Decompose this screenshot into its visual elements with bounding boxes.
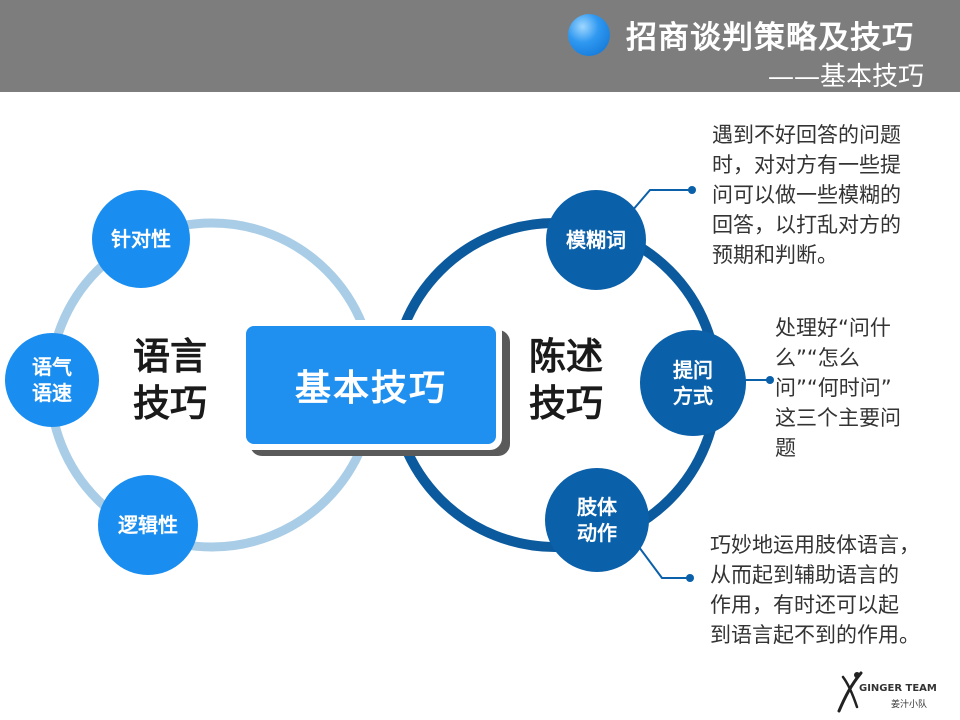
node-speed-label: 语速 [32,381,72,405]
note-line: 到语言起不到的作用。 [710,623,920,647]
logo-subname: 姜汁小队 [891,700,928,710]
callout-line-body [629,534,690,579]
right-group-label: 陈述 技巧 [518,333,614,427]
node-body-label-1: 肢体 [577,495,617,519]
center-box: 基本技巧 [240,320,502,450]
note-line: 问可以做一些模糊的 [712,183,901,207]
left-group-label-line1: 语言 [133,335,207,378]
node-logic-label: 逻辑性 [118,513,178,537]
slide-subtitle: ——基本技巧 [767,62,924,92]
left-group-label: 语言 技巧 [122,333,218,427]
ginger-team-logo: GINGER TEAM 姜汁小队 [835,667,950,717]
title-bullet-icon [568,14,610,56]
callout-dot-question [766,376,774,384]
logo-name: GINGER TEAM [859,683,937,694]
callout-dot-body [686,574,694,582]
note-line: 巧妙地运用肢体语言， [710,533,920,557]
node-targeted-label: 针对性 [111,227,171,251]
left-group-label-line2: 技巧 [133,382,207,425]
note-line: 时，对对方有一些提 [712,153,901,177]
node-body-action: 肢体 动作 [545,468,649,572]
slide-title: 招商谈判策略及技巧 [626,20,914,56]
node-question-method: 提问 方式 [640,330,746,436]
note-line: 作用，有时还可以起 [710,593,899,617]
node-tone-speed: 语气 语速 [5,333,99,427]
ginger-team-logo-icon [837,671,863,713]
note-line: 预期和判断。 [712,243,838,267]
note-body-action: 巧妙地运用肢体语言， 从而起到辅助语言的 作用，有时还可以起 到语言起不到的作用… [710,530,955,650]
header-bar: 招商谈判策略及技巧 ——基本技巧 [0,0,960,92]
note-line: 从而起到辅助语言的 [710,563,899,587]
callout-dot-vague [688,186,696,194]
note-line: 处理好“问什 [775,316,891,340]
note-line: 问”“何时问” [775,376,892,400]
center-label: 基本技巧 [246,326,496,444]
node-question-label-2: 方式 [673,384,713,408]
node-vague-words: 模糊词 [546,190,646,290]
node-question-label-1: 提问 [673,358,713,382]
note-question-method: 处理好“问什 么”“怎么 问”“何时问” 这三个主要问 题 [775,313,955,463]
node-tone-label: 语气 [32,355,72,379]
note-line: 回答，以打乱对方的 [712,213,901,237]
note-line: 遇到不好回答的问题 [712,123,901,147]
node-logic: 逻辑性 [98,475,198,575]
note-line: 这三个主要问 [775,406,901,430]
node-vague-label: 模糊词 [566,228,626,252]
node-targeted: 针对性 [92,190,190,288]
right-group-label-line2: 技巧 [529,382,603,425]
node-body-label-2: 动作 [577,521,617,545]
note-vague-words: 遇到不好回答的问题 时，对对方有一些提 问可以做一些模糊的 回答，以打乱对方的 … [712,120,952,270]
right-group-label-line1: 陈述 [529,335,603,378]
note-line: 题 [775,436,796,460]
note-line: 么”“怎么 [775,346,860,370]
